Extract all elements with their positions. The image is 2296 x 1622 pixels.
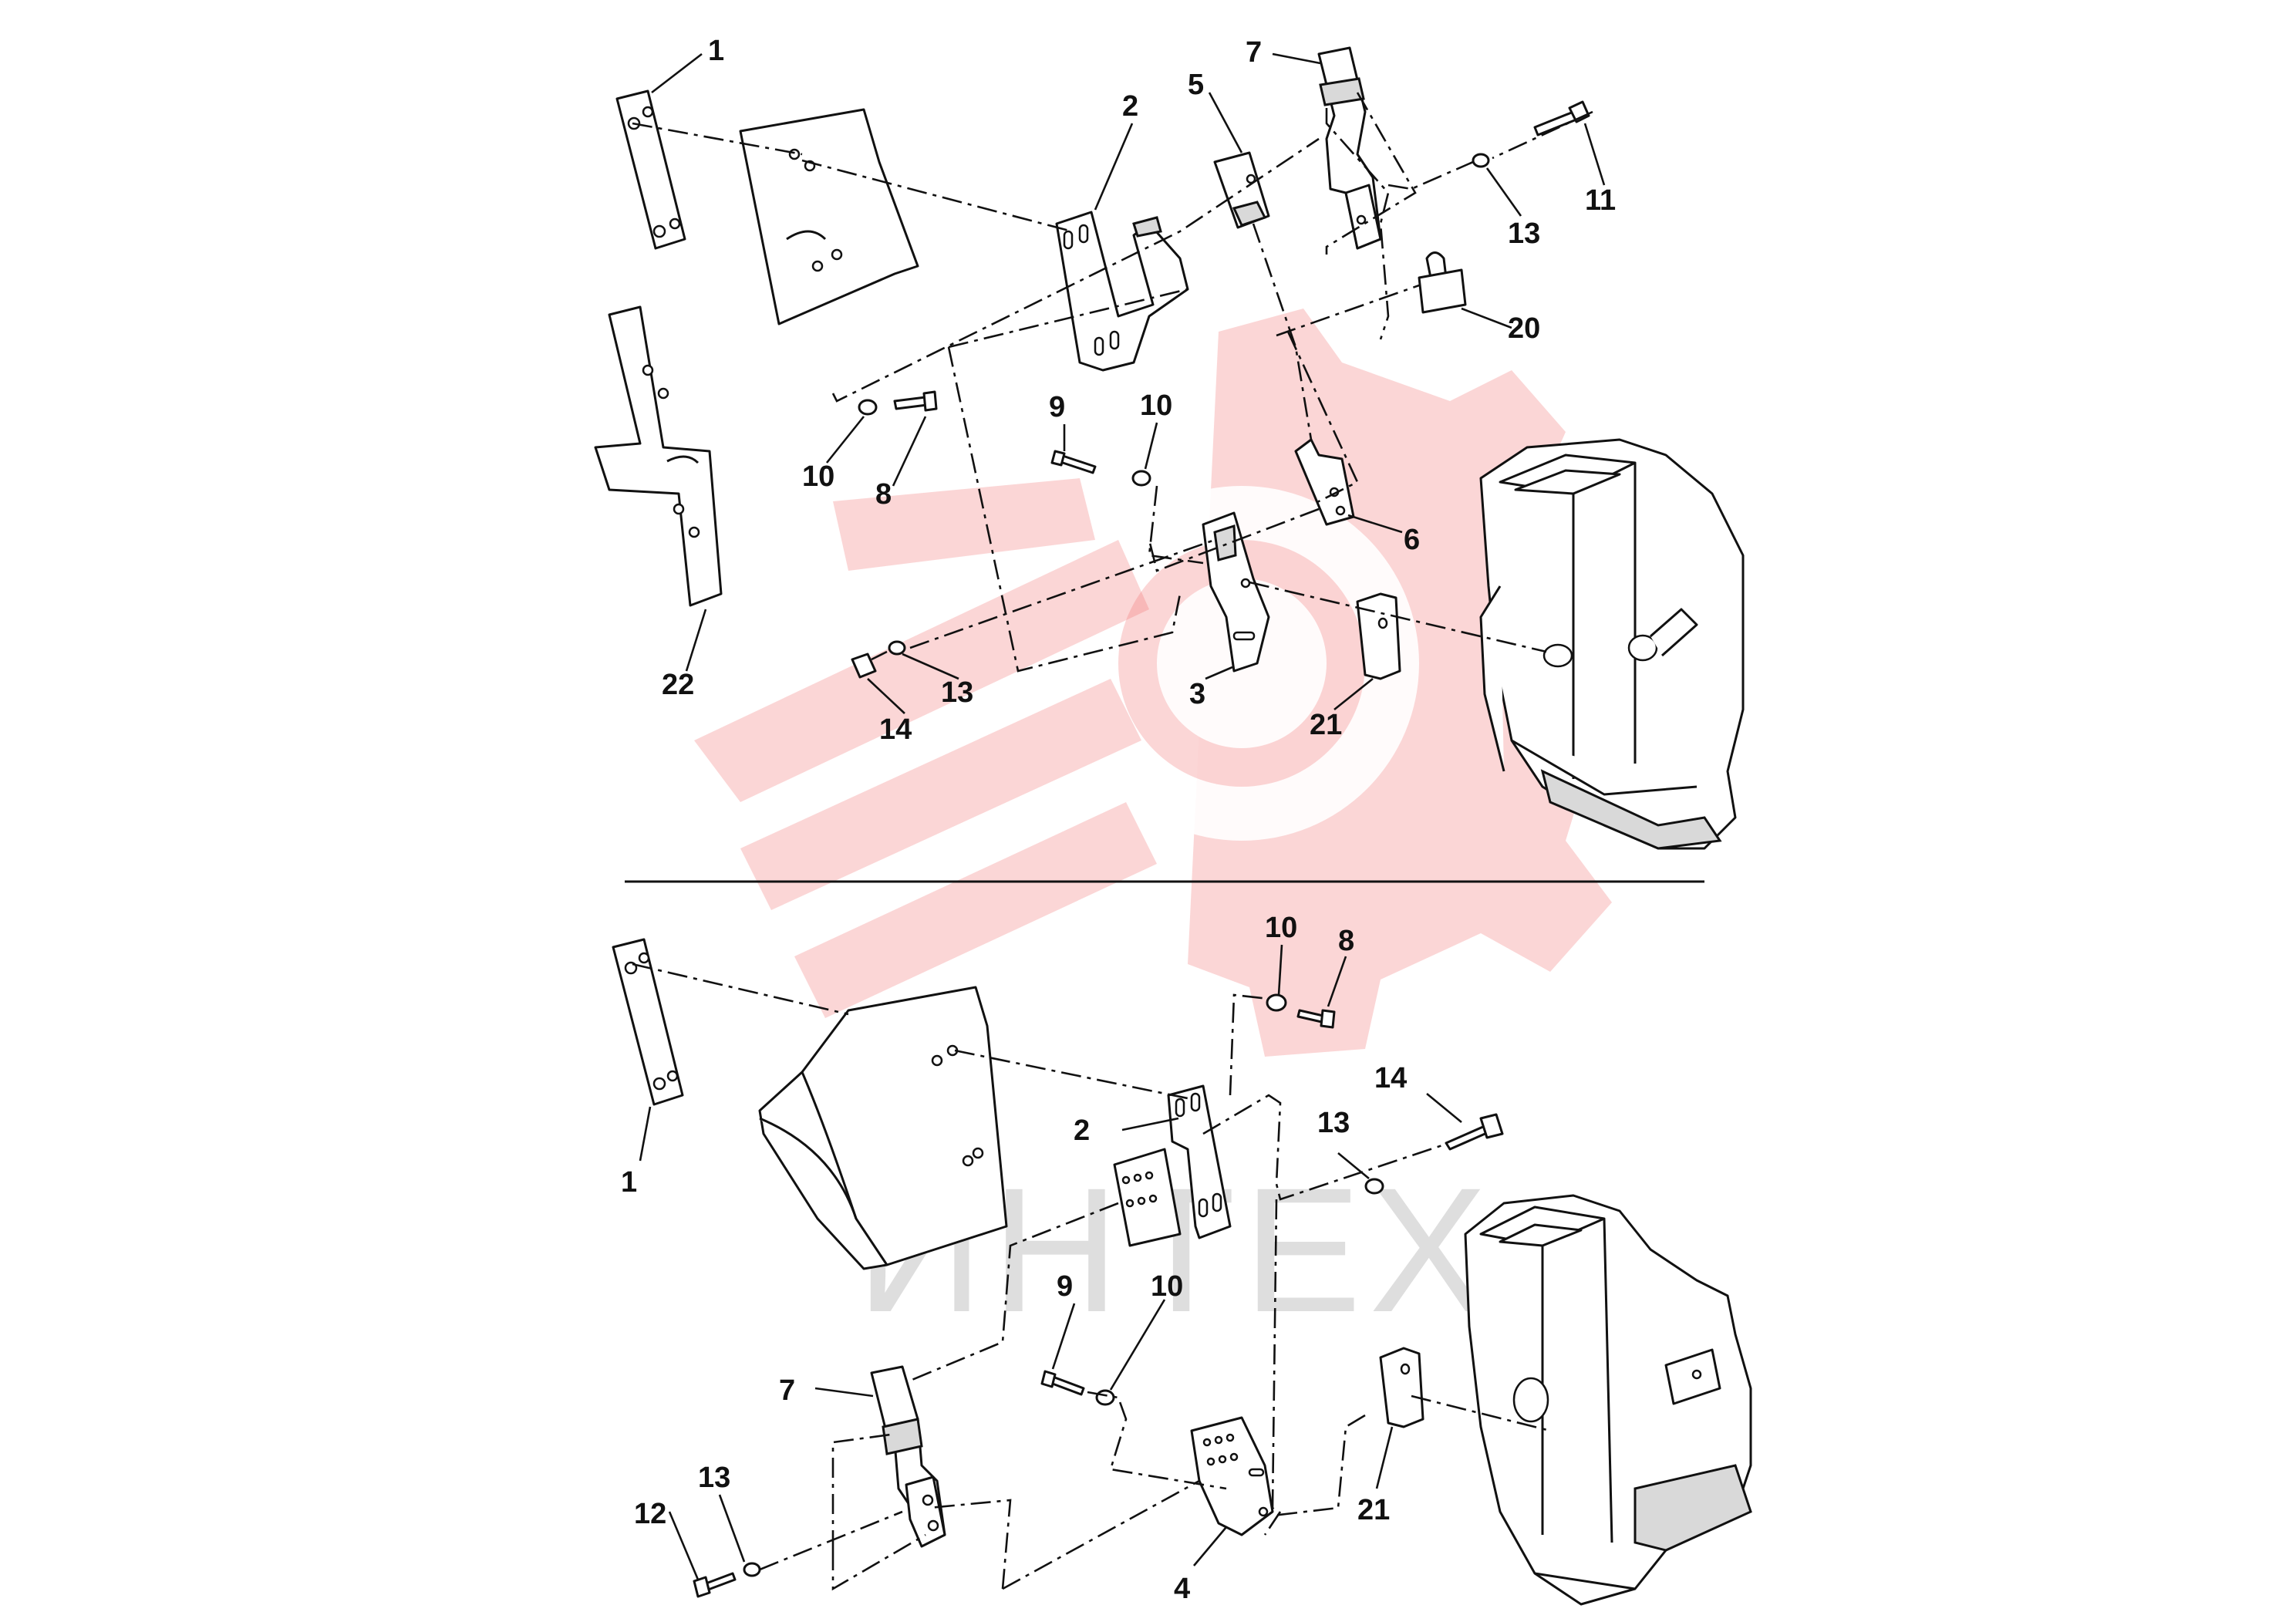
- callout-top-5: 5: [1188, 69, 1204, 101]
- part-7-latch-b: [870, 1365, 946, 1548]
- part-10-washer-c: [1266, 993, 1287, 1012]
- part-2-bracket: [1055, 211, 1189, 372]
- callout-top-13a: 13: [1508, 218, 1540, 250]
- part-8-bolt-b: [1296, 1009, 1336, 1029]
- part-13-washer-d: [743, 1562, 761, 1577]
- bottom-view: [612, 938, 1752, 1606]
- part-12-bolt: [693, 1572, 737, 1598]
- mounting-plate-top: [739, 108, 919, 325]
- part-9-bolt-b: [1040, 1370, 1085, 1396]
- part-3-bracket: [1202, 511, 1270, 673]
- callout-bottom-12: 12: [634, 1498, 666, 1530]
- callout-bottom-13b: 13: [698, 1462, 730, 1494]
- callout-labels: 1 2 5 7 11 13 20 22 10 8 9 10 6 3 21 14 …: [621, 35, 1616, 1605]
- bottom-leader-lines: [632, 963, 1551, 1591]
- top-leader-lines: [632, 92, 1593, 673]
- callout-top-20: 20: [1508, 312, 1540, 345]
- part-8-bolt: [893, 390, 938, 412]
- callout-bottom-13a: 13: [1317, 1107, 1350, 1139]
- part-21-block: [1356, 592, 1401, 680]
- callout-top-3: 3: [1189, 678, 1205, 710]
- part-10-washer: [858, 399, 878, 416]
- callout-top-1: 1: [708, 35, 724, 67]
- curved-panel-bottom: [758, 986, 1008, 1270]
- callout-bottom-14: 14: [1374, 1062, 1407, 1094]
- part-10-washer-b: [1131, 470, 1151, 487]
- callout-bottom-10a: 10: [1265, 912, 1297, 944]
- part-10-washer-d: [1095, 1389, 1115, 1406]
- callout-bottom-8: 8: [1338, 925, 1354, 957]
- part-2-bracket-b: [1113, 1084, 1232, 1247]
- callout-top-21: 21: [1310, 709, 1342, 741]
- top-callout-leaders: [651, 52, 1606, 714]
- callout-top-6: 6: [1404, 524, 1420, 556]
- part-13-washer-c: [1364, 1178, 1384, 1195]
- callout-bottom-21: 21: [1357, 1494, 1390, 1526]
- tank-assembly-bottom: [1464, 1194, 1752, 1606]
- part-13-washer-b: [888, 640, 906, 656]
- part-14-nut: [851, 653, 877, 679]
- callout-top-14: 14: [879, 713, 912, 746]
- callout-top-13b: 13: [941, 676, 973, 709]
- tank-assembly-top: [1479, 438, 1745, 850]
- watermark-gear-logo: [694, 309, 1666, 1057]
- callout-bottom-2: 2: [1074, 1114, 1090, 1147]
- part-9-bolt: [1050, 450, 1097, 474]
- part-22-long-plate: [594, 305, 723, 607]
- part-1-strap-b: [612, 938, 684, 1106]
- callout-top-2: 2: [1122, 90, 1138, 123]
- callout-bottom-10b: 10: [1151, 1270, 1183, 1303]
- part-13-washer: [1472, 153, 1490, 168]
- callout-top-8: 8: [875, 478, 892, 511]
- part-1-strap: [615, 89, 686, 250]
- part-4-bracket: [1190, 1416, 1274, 1536]
- callout-bottom-9: 9: [1057, 1270, 1073, 1303]
- callout-top-10b: 10: [1140, 389, 1172, 422]
- top-view: [594, 46, 1745, 850]
- part-14-bolt: [1445, 1113, 1504, 1151]
- part-20-padlock: [1418, 251, 1467, 314]
- callout-top-9: 9: [1049, 391, 1065, 423]
- callout-bottom-4: 4: [1174, 1573, 1190, 1605]
- callout-top-22: 22: [662, 669, 694, 701]
- callout-top-11: 11: [1585, 184, 1616, 217]
- callout-bottom-7: 7: [779, 1374, 795, 1407]
- callout-top-7: 7: [1246, 36, 1262, 69]
- bottom-callout-leaders: [639, 944, 1462, 1580]
- callout-top-10a: 10: [802, 460, 834, 493]
- callout-bottom-1: 1: [621, 1166, 637, 1199]
- part-21-block-b: [1379, 1347, 1424, 1428]
- part-5-keeper: [1213, 151, 1270, 229]
